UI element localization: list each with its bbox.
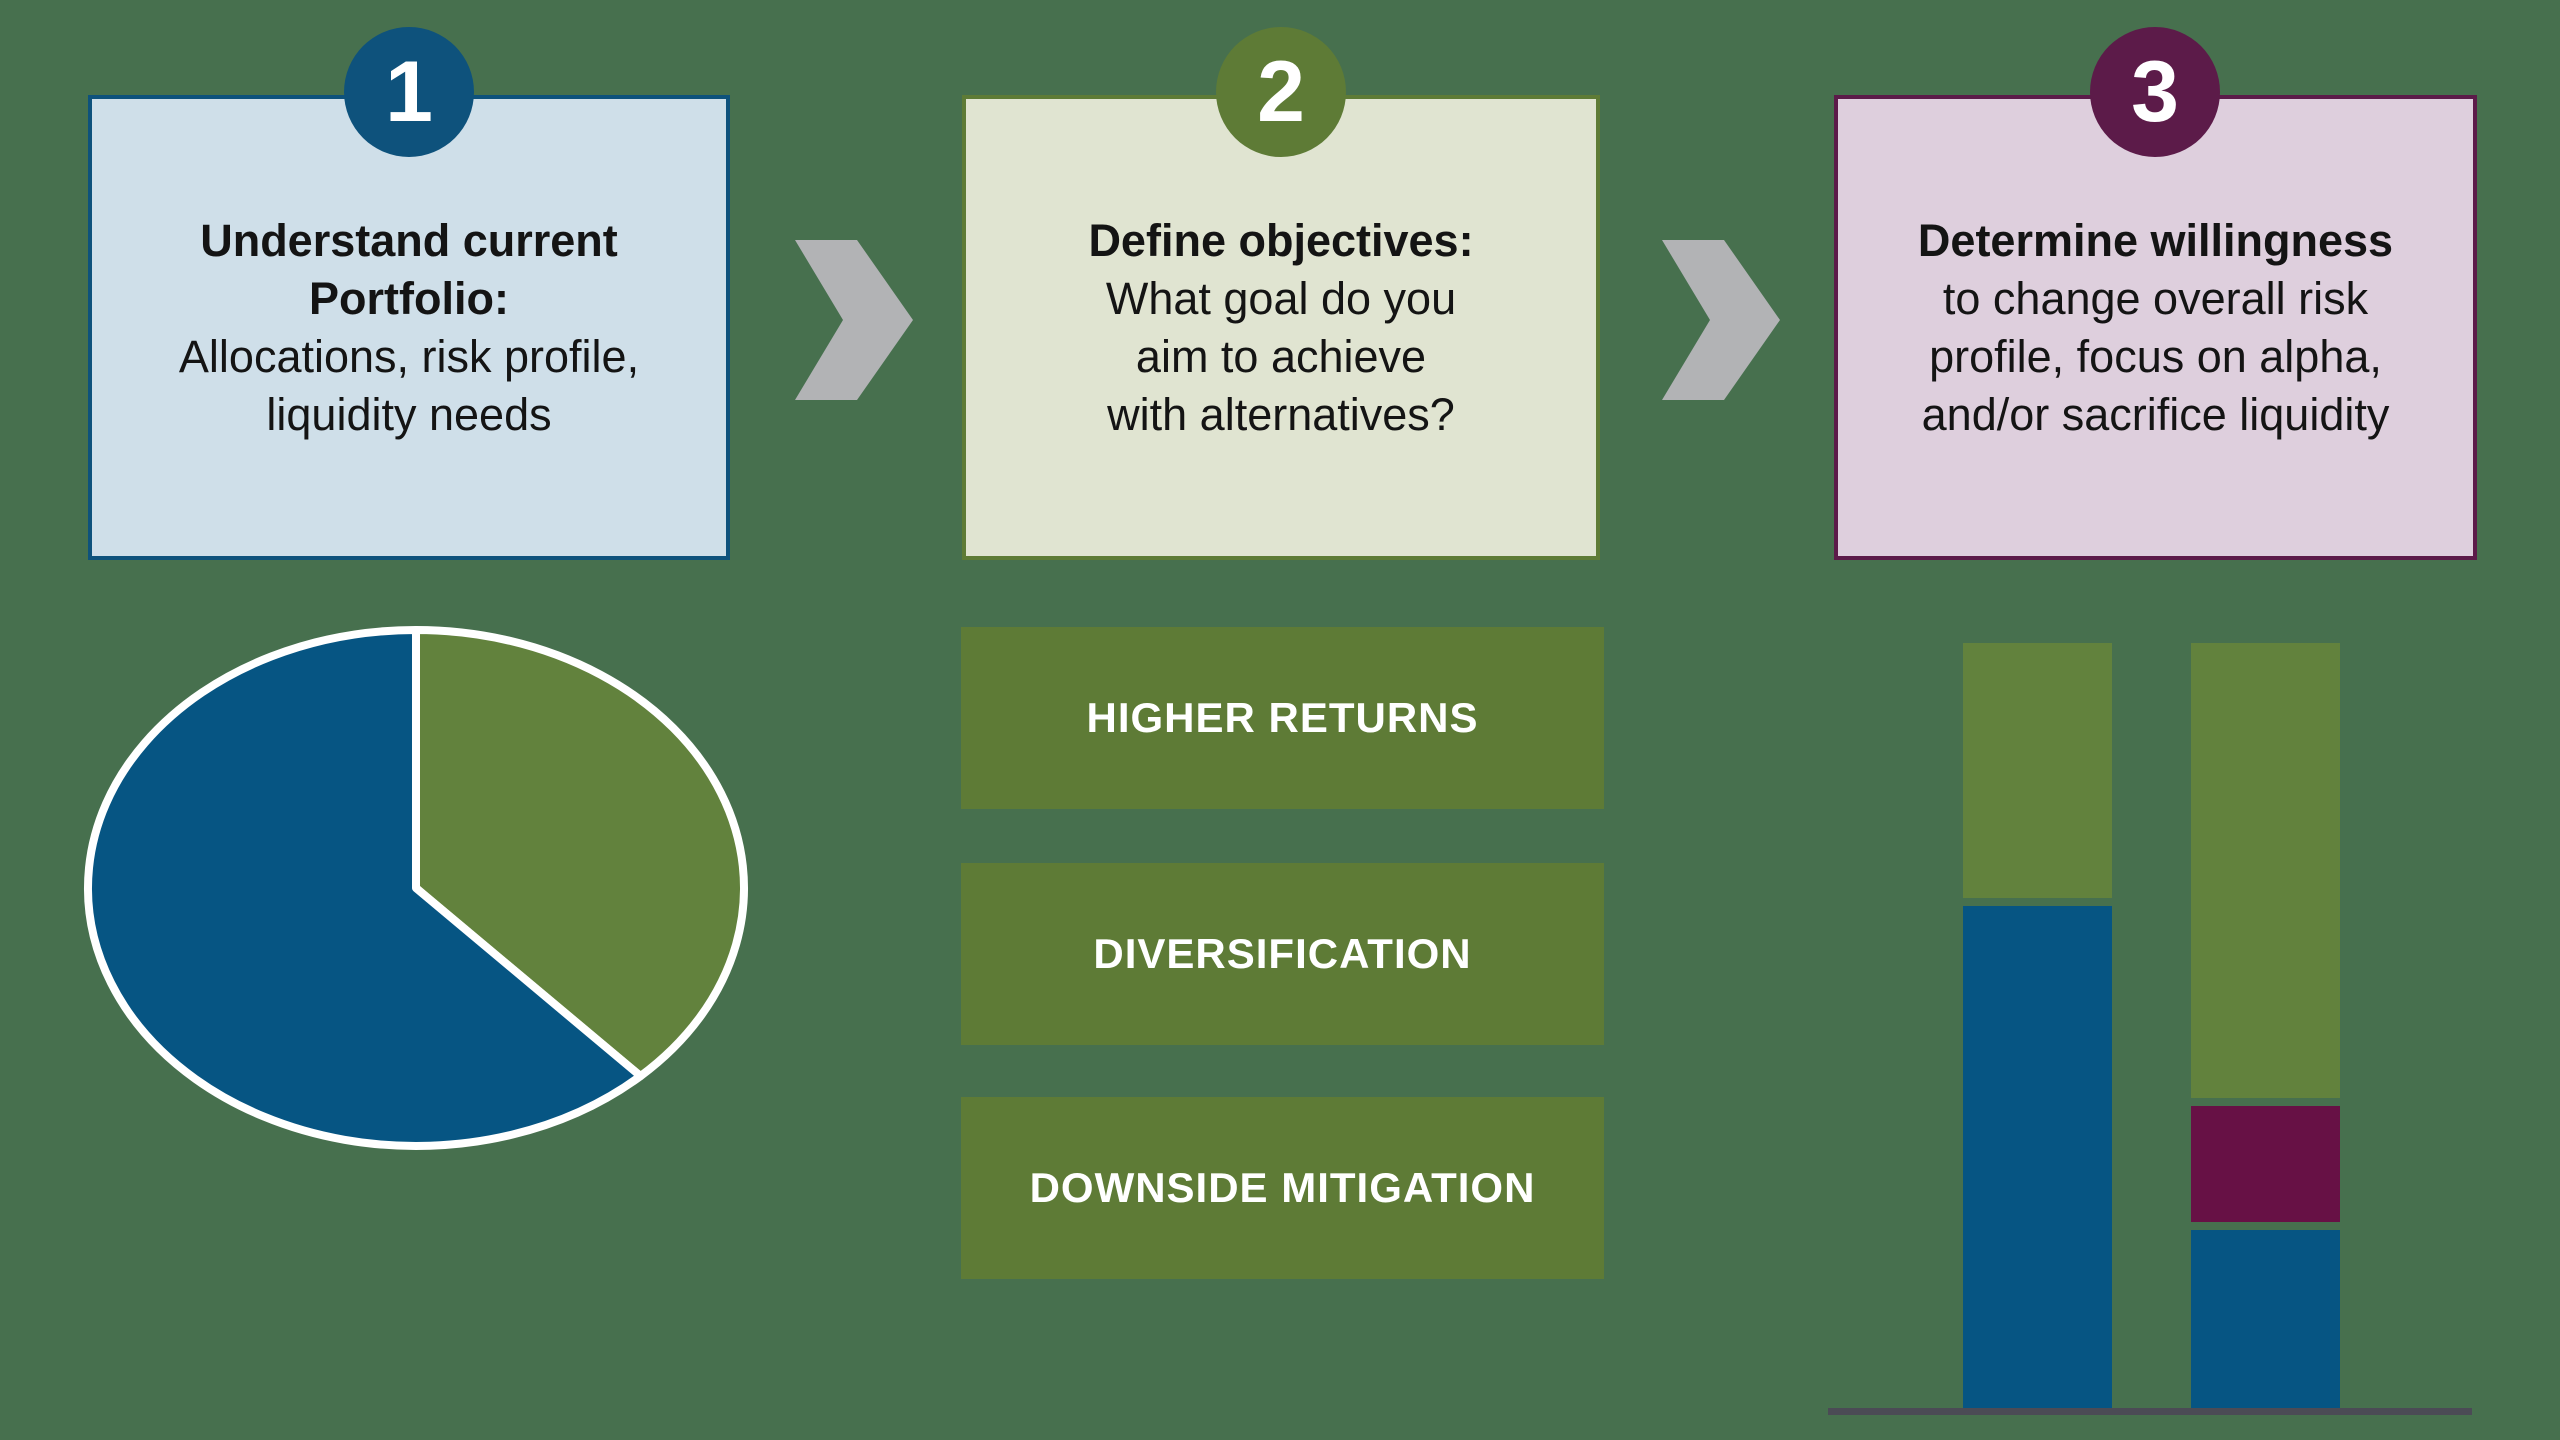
pie-slice-blue-slice xyxy=(84,626,645,1150)
step2-body-line: What goal do you xyxy=(1105,272,1457,324)
stacked-segment-right-bar-blue xyxy=(2191,1230,2340,1408)
step2-body-line: with alternatives? xyxy=(1107,388,1455,440)
pie-slice-green-slice xyxy=(412,626,748,1081)
step3-body-line: profile, focus on alpha, xyxy=(1929,330,2382,382)
chevron-right-icon xyxy=(795,240,913,400)
objective-bar-downside-mitigation: DOWNSIDE MITIGATION xyxy=(961,1097,1604,1279)
stacked-segment-left-bar-blue xyxy=(1963,906,2112,1408)
step3-number-badge: 3 xyxy=(2090,27,2220,157)
step2-box: Define objectives: What goal do you aim … xyxy=(962,95,1600,560)
stacked-segment-right-bar-green xyxy=(2191,643,2340,1098)
step1-number: 1 xyxy=(385,43,433,140)
portfolio-pie-chart xyxy=(84,626,748,1150)
objective-bar-diversification: DIVERSIFICATION xyxy=(961,863,1604,1045)
objective-bar-higher-returns: HIGHER RETURNS xyxy=(961,627,1604,809)
step1-box: Understand current Portfolio: Allocation… xyxy=(88,95,730,560)
chart-baseline xyxy=(1828,1408,2472,1415)
step3-body-line: and/or sacrifice liquidity xyxy=(1921,388,2390,440)
step1-number-badge: 1 xyxy=(344,27,474,157)
step3-box: Determine willingness to change overall … xyxy=(1834,95,2477,560)
risk-profile-stacked-bar-chart xyxy=(1828,600,2472,1420)
step2-title-line: Define objectives: xyxy=(1088,214,1474,266)
step1-title-line: Understand current xyxy=(200,214,618,266)
step3-number: 3 xyxy=(2131,43,2179,140)
step2-number-badge: 2 xyxy=(1216,27,1346,157)
step3-title-line: Determine willingness xyxy=(1917,214,2394,266)
objective-label: HIGHER RETURNS xyxy=(1086,694,1479,741)
step1-title-line: Portfolio: xyxy=(309,272,509,324)
stacked-segment-right-bar-maroon xyxy=(2191,1106,2340,1222)
step2-number: 2 xyxy=(1257,43,1305,140)
step1-body-line: liquidity needs xyxy=(266,388,552,440)
chevron-right-icon xyxy=(1662,240,1780,400)
stacked-segment-left-bar-green xyxy=(1963,643,2112,898)
objective-label: DOWNSIDE MITIGATION xyxy=(1029,1164,1536,1211)
step2-body-line: aim to achieve xyxy=(1135,330,1427,382)
step3-body-line: to change overall risk xyxy=(1942,272,2369,324)
objective-label: DIVERSIFICATION xyxy=(1093,930,1472,977)
step1-body-line: Allocations, risk profile, xyxy=(178,330,640,382)
